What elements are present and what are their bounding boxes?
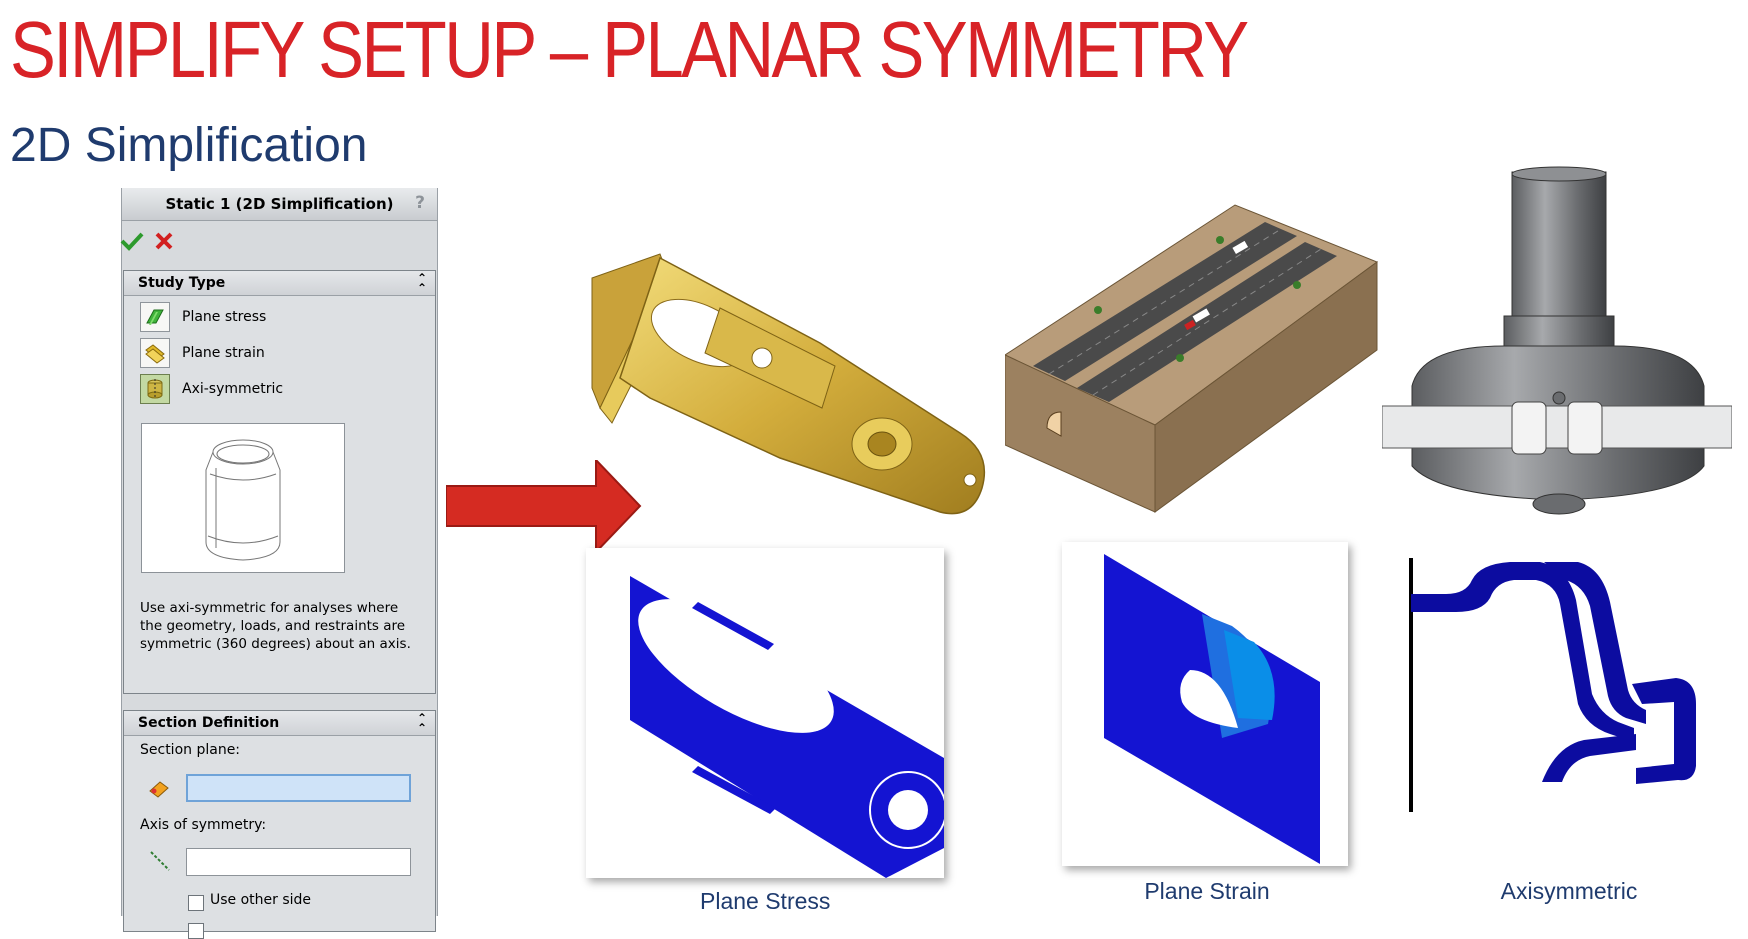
question-mark-icon[interactable]: ? <box>415 193 425 213</box>
plane-strain-mesh-image <box>1104 554 1320 864</box>
option-label: Plane stress <box>182 309 267 325</box>
caption-axisymmetric: Axisymmetric <box>1500 878 1638 904</box>
property-manager-panel: Static 1 (2D Simplification) ? Study Typ… <box>121 188 438 939</box>
option-label: Axi-symmetric <box>182 381 284 397</box>
study-type-group: Study Type ⌃⌃ Plane stress Plane strain <box>123 270 436 694</box>
slide-title: SIMPLIFY SETUP – PLANAR SYMMETRY <box>10 5 1249 94</box>
panel-title: Static 1 (2D Simplification) <box>165 195 394 213</box>
plane-stress-result <box>586 548 947 878</box>
axisymmetric-mesh-image <box>1409 558 1696 812</box>
study-type-description: Use axi-symmetric for analyses where the… <box>140 600 411 652</box>
use-other-side-checkbox[interactable] <box>188 895 204 911</box>
axis-of-symmetry-input[interactable] <box>186 848 411 876</box>
right-arrow-icon <box>446 460 642 552</box>
panel-header: Static 1 (2D Simplification) ? <box>122 188 437 221</box>
axi-symmetric-icon[interactable] <box>140 374 170 404</box>
study-type-heading: Study Type <box>138 275 226 291</box>
green-check-icon[interactable] <box>120 231 144 255</box>
double-chevron-up-icon[interactable]: ⌃⌃ <box>416 271 427 295</box>
plane-icon <box>148 779 170 803</box>
option-plane-strain[interactable]: Plane strain <box>140 337 265 369</box>
plane-stress-icon[interactable] <box>140 302 170 332</box>
road-block-3d-image <box>1005 204 1379 513</box>
section-plane-input[interactable] <box>186 774 411 802</box>
study-type-preview <box>141 423 345 573</box>
bracket-3d-image <box>591 253 986 515</box>
option-checkbox[interactable] <box>188 923 204 939</box>
double-chevron-up-icon[interactable]: ⌃⌃ <box>416 711 427 735</box>
plane-strain-result <box>1062 542 1348 866</box>
section-definition-heading: Section Definition <box>138 715 280 731</box>
cylinder-sketch-image <box>158 424 328 572</box>
slide-subtitle: 2D Simplification <box>10 119 368 172</box>
axis-icon <box>148 849 172 877</box>
option-label: Plane strain <box>182 345 265 361</box>
axis-of-symmetry-label: Axis of symmetry: <box>140 817 267 833</box>
section-plane-label: Section plane: <box>140 742 241 758</box>
study-type-header[interactable]: Study Type ⌃⌃ <box>124 271 435 296</box>
caption-plane-stress: Plane Stress <box>700 888 831 914</box>
plane-strain-icon[interactable] <box>140 338 170 368</box>
caption-plane-strain: Plane Strain <box>1144 878 1270 904</box>
option-plane-stress[interactable]: Plane stress <box>140 301 266 333</box>
use-other-side-label: Use other side <box>210 892 312 908</box>
plane-stress-mesh-image <box>630 576 947 878</box>
section-definition-header[interactable]: Section Definition ⌃⌃ <box>124 711 435 736</box>
option-axi-symmetric[interactable]: Axi-symmetric <box>140 373 283 405</box>
section-definition-group: Section Definition ⌃⌃ Section plane: Axi… <box>123 710 436 939</box>
red-x-icon[interactable] <box>154 231 174 255</box>
cylinder-assembly-3d-image <box>1382 166 1732 515</box>
